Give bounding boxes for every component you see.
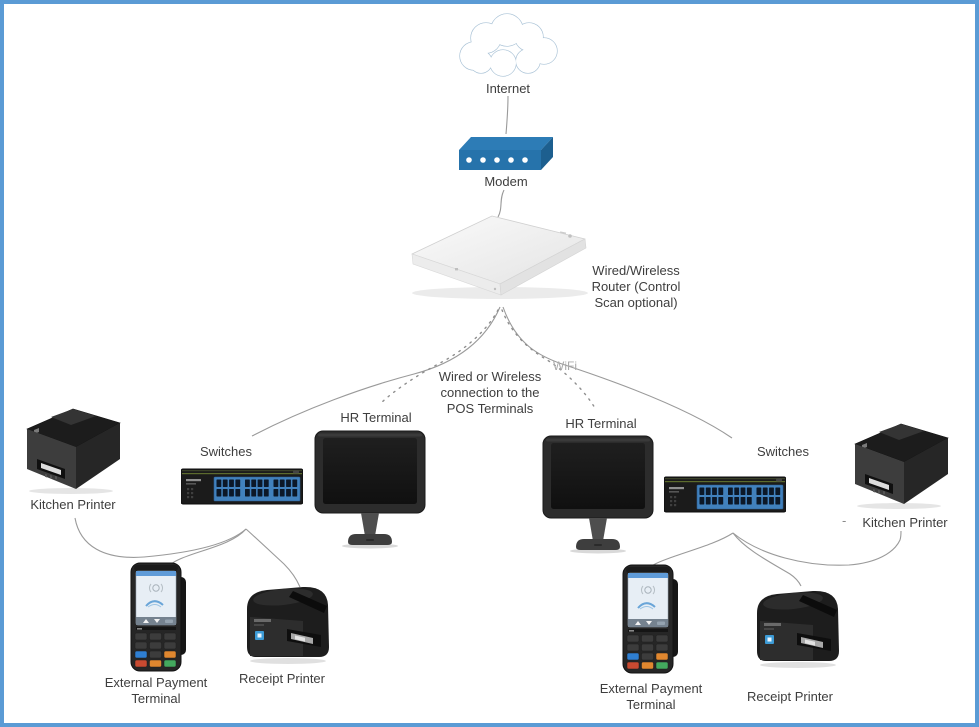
payment-terminal-left-label: External Payment Terminal	[104, 675, 208, 706]
connection-note: Wired or Wireless connection to the POS …	[438, 369, 542, 416]
receipt-printer-right-icon	[751, 587, 846, 675]
payment-terminal-right-label: External Payment Terminal	[599, 681, 703, 712]
modem-label: Modem	[484, 174, 528, 189]
switch-right-icon	[664, 474, 786, 516]
hr-terminal-left-label: HR Terminal	[340, 410, 412, 425]
wire-router-right-switch	[502, 306, 733, 439]
wire-internet-modem	[505, 95, 509, 135]
receipt-printer-left-icon	[241, 583, 336, 671]
kitchen-printer-left-icon	[21, 403, 126, 495]
router-label: Wired/Wireless Router (Control Scan opti…	[591, 263, 681, 310]
wire-left-kitchen	[74, 517, 247, 558]
modem-icon	[459, 137, 553, 170]
switch-left-icon	[181, 466, 303, 508]
wire-right-receipt	[732, 532, 802, 587]
hr-terminal-right-label: HR Terminal	[565, 416, 637, 431]
switches-right-label: Switches	[756, 444, 810, 459]
kitchen-printer-right-icon	[849, 418, 954, 510]
wire-right-kitchen	[732, 530, 902, 566]
kitchen-printer-right-label: Kitchen Printer	[862, 515, 948, 530]
wire-wireless-left-terminal	[380, 309, 499, 404]
wire-wifi-right-terminal	[501, 309, 596, 409]
hr-terminal-right-icon	[542, 435, 654, 555]
router-icon	[411, 215, 588, 299]
wifi-label: WiFi	[553, 359, 577, 373]
internet-label: Internet	[485, 81, 531, 96]
wire-router-left-switch	[251, 306, 501, 437]
payment-terminal-left-icon	[130, 561, 188, 673]
internet-cloud-icon	[459, 13, 558, 77]
wire-modem-router	[497, 189, 505, 218]
kitchen-printer-left-label: Kitchen Printer	[30, 497, 116, 512]
receipt-printer-right-label: Receipt Printer	[747, 689, 833, 704]
receipt-printer-left-label: Receipt Printer	[239, 671, 325, 686]
kitchen-printer-right-dash: -	[842, 513, 847, 528]
switches-left-label: Switches	[199, 444, 253, 459]
connections-layer	[74, 13, 902, 588]
wire-left-receipt	[245, 528, 301, 588]
payment-terminal-right-icon	[622, 563, 680, 675]
hr-terminal-left-icon	[314, 430, 426, 550]
